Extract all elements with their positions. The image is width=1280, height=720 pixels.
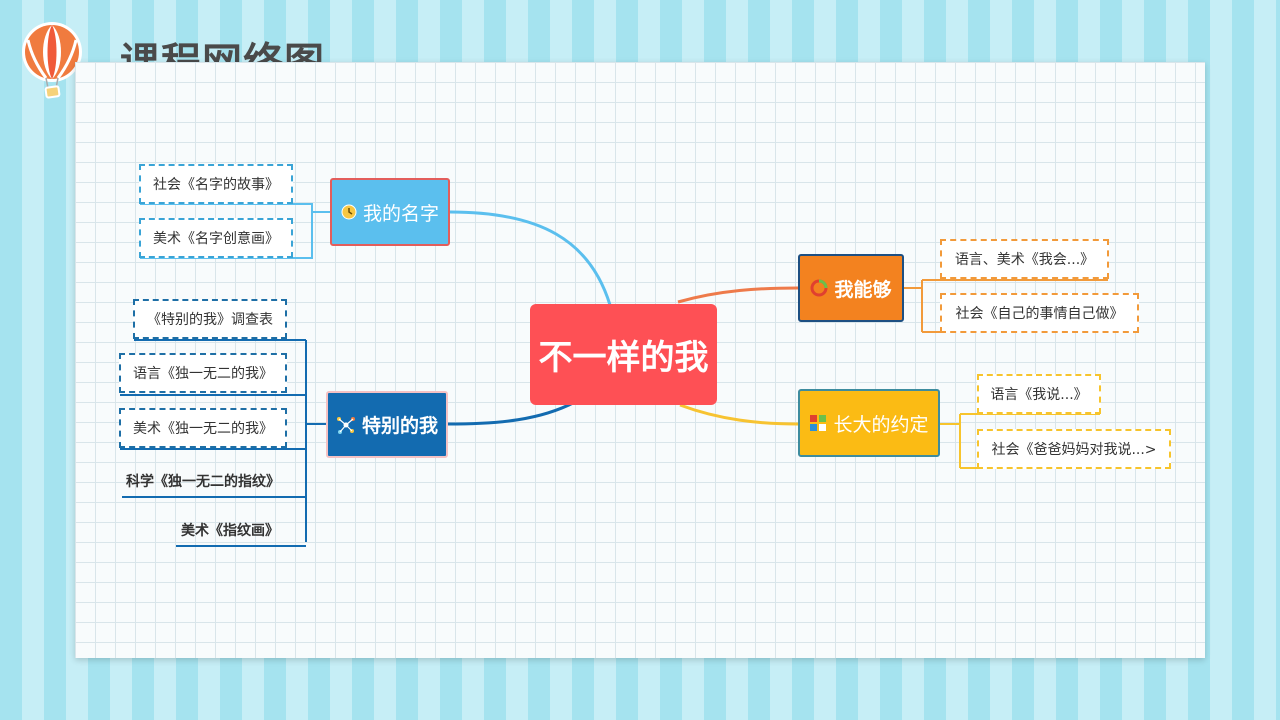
connector-special [447, 400, 576, 426]
leaf-grow-2[interactable]: 社会《爸爸妈妈对我说...> [977, 429, 1171, 469]
clock-icon [341, 204, 357, 220]
leaf-grow-1[interactable]: 语言《我说...》 [977, 374, 1101, 414]
leaf-special-5[interactable]: 美术《指纹画》 [181, 523, 279, 539]
leaf-name-2[interactable]: 美术《名字创意画》 [139, 218, 293, 258]
grid-icon [810, 415, 827, 431]
connector-name [449, 210, 612, 306]
connector-can [677, 286, 799, 304]
molecule-icon [336, 416, 355, 434]
central-topic[interactable]: 不一样的我 [530, 304, 717, 405]
leaf-special-4[interactable]: 科学《独一无二的指纹》 [126, 474, 280, 490]
branch-grow-up-promise[interactable]: 长大的约定 [798, 389, 940, 457]
leaf-special-1[interactable]: 《特别的我》调查表 [133, 299, 287, 339]
connector-grow [679, 403, 799, 426]
leaf-can-1[interactable]: 语言、美术《我会...》 [940, 239, 1109, 279]
branch-i-can-label: 我能够 [834, 278, 892, 301]
leaf-can-2[interactable]: 社会《自己的事情自己做》 [940, 293, 1139, 333]
leaf-special-3[interactable]: 美术《独一无二的我》 [119, 408, 287, 448]
branch-my-name-label: 我的名字 [362, 202, 439, 225]
branch-special-me-label: 特别的我 [361, 415, 438, 437]
leaf-name-1[interactable]: 社会《名字的故事》 [139, 164, 293, 204]
refresh-icon [810, 279, 828, 297]
branch-grow-up-promise-label: 长大的约定 [833, 413, 929, 436]
leaf-special-2[interactable]: 语言《独一无二的我》 [119, 353, 287, 393]
branch-my-name[interactable]: 我的名字 [330, 178, 450, 246]
branch-special-me[interactable]: 特别的我 [326, 391, 448, 458]
branch-i-can[interactable]: 我能够 [798, 254, 904, 322]
hot-air-balloon-icon [22, 22, 82, 99]
